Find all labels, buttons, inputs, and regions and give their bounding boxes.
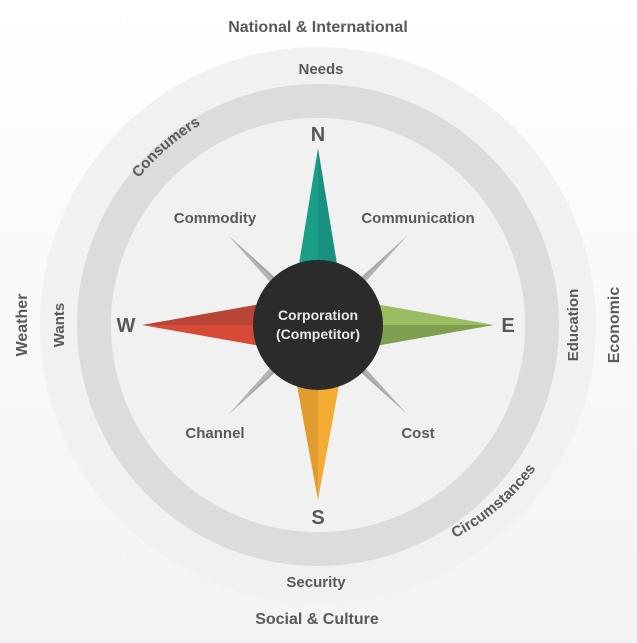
education-label: Education (565, 289, 582, 362)
east-label: E (501, 315, 514, 337)
south-label: S (311, 507, 324, 529)
west-label: W (117, 315, 136, 337)
ring (77, 84, 559, 566)
security-label: Security (286, 574, 346, 591)
needs-label: Needs (298, 61, 343, 78)
center-label-line1: Corporation (278, 307, 358, 323)
west-needle (142, 303, 266, 347)
national-international-label: National & International (228, 19, 408, 36)
center-hub (253, 260, 383, 390)
economic-label: Economic (606, 287, 623, 364)
wants-label: Wants (51, 303, 68, 347)
weather-label: Weather (14, 294, 31, 357)
east-needle (370, 303, 494, 347)
cost-label: Cost (401, 425, 434, 442)
south-needle (296, 380, 340, 500)
communication-label: Communication (361, 210, 474, 227)
north-label: N (311, 124, 325, 146)
channel-label: Channel (185, 425, 244, 442)
social-culture-label: Social & Culture (255, 611, 379, 628)
center-label-line2: (Competitor) (276, 326, 360, 342)
north-needle (298, 148, 338, 270)
commodity-label: Commodity (174, 210, 257, 227)
